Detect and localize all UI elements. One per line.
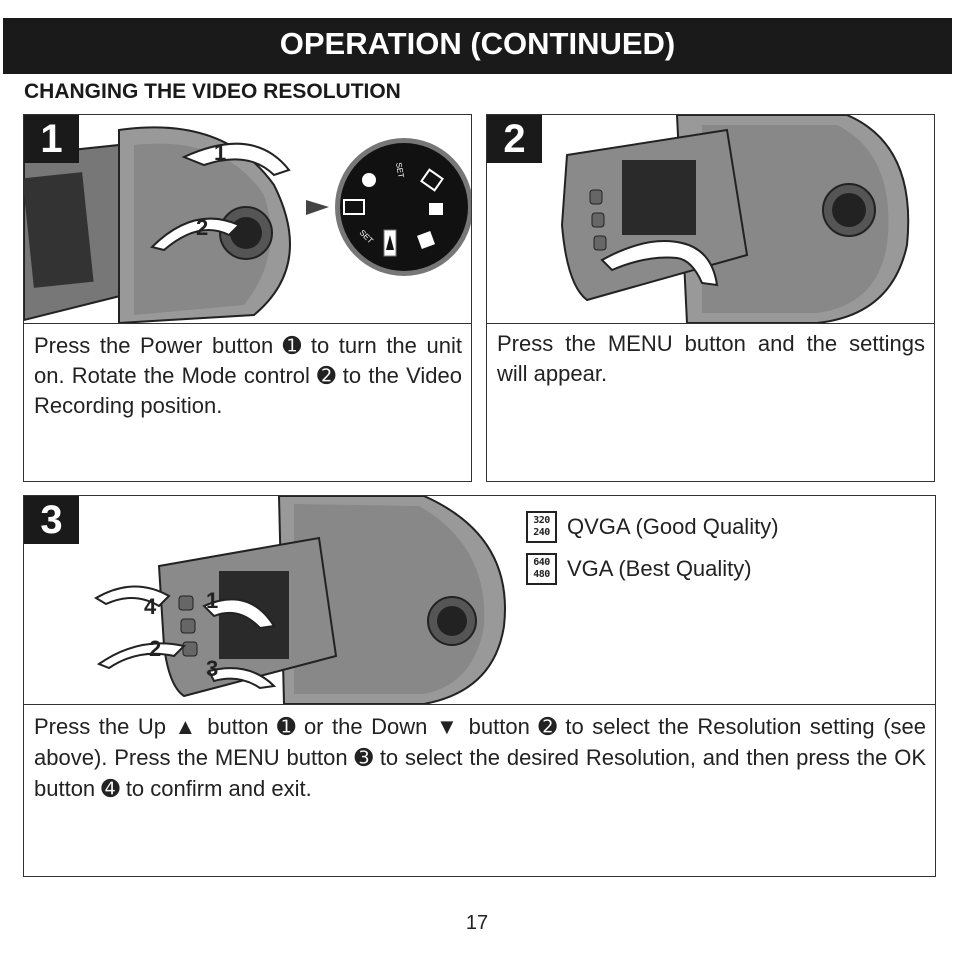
resolution-option-vga: 640 480 VGA (Best Quality) bbox=[526, 548, 779, 590]
step-1-callout-2: 2 bbox=[196, 215, 208, 240]
arrow-right-icon bbox=[306, 200, 329, 215]
header-title: OPERATION (CONTINUED) bbox=[279, 26, 676, 61]
section-title: CHANGING THE VIDEO RESOLUTION bbox=[24, 80, 401, 103]
page-number: 17 bbox=[465, 912, 489, 934]
resolution-label-qvga: QVGA (Good Quality) bbox=[567, 514, 779, 539]
resolution-640-icon: 640 480 bbox=[526, 553, 557, 585]
step-3-illustration: 4 1 2 3 3 320 240 QVGA (Good Quality) 64… bbox=[24, 496, 935, 705]
dial-label-set-top: SET bbox=[394, 162, 406, 179]
resolution-label-vga: VGA (Best Quality) bbox=[567, 556, 752, 581]
step-3-panel: 4 1 2 3 3 320 240 QVGA (Good Quality) 64… bbox=[23, 495, 936, 877]
step-3-badge: 3 bbox=[24, 496, 79, 544]
resolution-320-icon: 320 240 bbox=[526, 511, 557, 543]
step-1-callout-1: 1 bbox=[214, 140, 226, 165]
step-3-callout-2: 2 bbox=[149, 636, 161, 661]
mode-dial-icon: SET SET bbox=[335, 138, 471, 276]
step-3-instructions: Press the Up ▲ button ➊ or the Down ▼ bu… bbox=[34, 714, 926, 801]
resolution-list: 320 240 QVGA (Good Quality) 640 480 VGA … bbox=[526, 506, 779, 590]
step-1-panel: 1 2 SET SET 1 Press the Power button ➊ t… bbox=[23, 114, 472, 482]
step-2-instructions: Press the MENU button and the settings w… bbox=[497, 331, 925, 386]
step-1-instructions: Press the Power button ➊ to turn the uni… bbox=[34, 333, 462, 418]
resolution-option-qvga: 320 240 QVGA (Good Quality) bbox=[526, 506, 779, 548]
step-2-badge: 2 bbox=[487, 115, 542, 163]
step-3-callout-4: 4 bbox=[144, 594, 157, 619]
step-2-panel: 2 Press the MENU button and the settings… bbox=[486, 114, 935, 482]
step-1-illustration: 1 2 SET SET 1 bbox=[24, 115, 471, 324]
step-1-badge: 1 bbox=[24, 115, 79, 163]
page-header: OPERATION (CONTINUED) bbox=[3, 18, 952, 74]
step-3-callout-3: 3 bbox=[206, 656, 218, 681]
step-3-callout-1: 1 bbox=[206, 588, 218, 613]
step-2-illustration: 2 bbox=[487, 115, 934, 324]
